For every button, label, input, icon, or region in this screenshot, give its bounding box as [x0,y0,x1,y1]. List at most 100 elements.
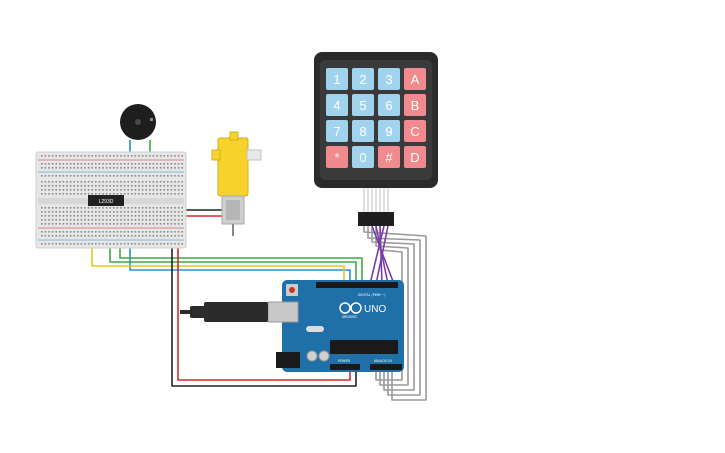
breadboard-hole [62,243,65,245]
keypad-key-7[interactable]: 7 [326,120,348,142]
breadboard-hole [163,243,165,245]
breadboard-hole [152,215,155,217]
breadboard-hole [113,231,115,233]
breadboard-hole [98,207,101,209]
breadboard-hole [102,211,104,213]
breadboard-hole [177,189,180,191]
keypad-key-A[interactable]: A [404,68,426,90]
breadboard-hole [138,193,140,195]
arduino-model-text: UNO [364,304,386,315]
breadboard-hole [174,243,176,245]
digital-header[interactable] [316,282,398,288]
breadboard-hole [87,215,90,217]
wire-keypad-gray-3[interactable] [371,226,415,391]
keypad-key-B[interactable]: B [404,94,426,116]
breadboard-hole [98,231,101,233]
breadboard-hole [120,193,122,195]
keypad-key-9[interactable]: 9 [378,120,400,142]
keypad-key-1[interactable]: 1 [326,68,348,90]
breadboard-hole [149,155,151,157]
wire-keypad-purple-1[interactable] [369,225,385,285]
wire-black-ground[interactable] [171,244,357,387]
breadboard-hole [87,235,90,237]
breadboard-hole [177,175,180,177]
breadboard-hole [62,163,65,165]
wire-keypad-gray-4[interactable] [375,226,409,386]
breadboard-hole [152,235,155,237]
keypad-key-6[interactable]: 6 [378,94,400,116]
keypad-key-8[interactable]: 8 [352,120,374,142]
wire-keypad-purple-5[interactable] [371,225,395,285]
breadboard-hole [51,215,54,217]
breadboard-hole [159,175,162,177]
breadboard-hole [181,189,183,191]
breadboard-hole [51,185,54,187]
breadboard-hole [41,163,43,165]
breadboard-hole [113,219,115,221]
breadboard-hole [80,155,83,157]
piezo-buzzer[interactable] [120,104,156,140]
reset-button[interactable] [289,287,295,293]
breadboard-hole [159,231,162,233]
breadboard-hole [181,215,183,217]
breadboard-hole [152,185,155,187]
breadboard-hole [87,167,90,169]
breadboard-hole [174,163,176,165]
analog-header[interactable] [370,364,402,370]
breadboard-hole [55,163,57,165]
breadboard-hole [152,189,155,191]
keypad-key-*[interactable]: * [326,146,348,168]
breadboard-hole [69,155,72,157]
breadboard-hole [156,223,158,225]
breadboard-hole [181,167,183,169]
breadboard-hole [167,235,169,237]
keypad-key-#[interactable]: # [378,146,400,168]
breadboard-hole [134,185,137,187]
breadboard-hole [156,231,158,233]
breadboard-hole [149,175,151,177]
breadboard-hole [51,167,54,169]
power-header[interactable] [330,364,360,370]
breadboard-hole [62,207,65,209]
breadboard-hole [123,181,126,183]
keypad-key-0[interactable]: 0 [352,146,374,168]
breadboard-hole [152,243,155,245]
wire-keypad-purple-3[interactable] [379,225,383,285]
motor-driver-chip[interactable]: L293D [88,195,124,206]
breadboard-hole [141,211,144,213]
breadboard-hole [138,243,140,245]
breadboard-hole [95,219,97,221]
breadboard-hole [51,181,54,183]
keypad-key-C[interactable]: C [404,120,426,142]
breadboard-hole [181,243,183,245]
breadboard-hole [87,231,90,233]
breadboard-hole [95,175,97,177]
breadboard-hole [156,215,158,217]
breadboard-hole [159,155,162,157]
breadboard-hole [149,185,151,187]
breadboard-hole [152,181,155,183]
breadboard-hole [113,207,115,209]
keypad-key-label: 3 [385,72,392,87]
keypad-key-D[interactable]: D [404,146,426,168]
keypad-key-2[interactable]: 2 [352,68,374,90]
keypad-key-4[interactable]: 4 [326,94,348,116]
keypad-key-5[interactable]: 5 [352,94,374,116]
breadboard-hole [145,215,147,217]
breadboard-hole [91,215,93,217]
usb-cable[interactable] [180,302,268,322]
breadboard-hole [87,223,90,225]
breadboard-hole [84,235,86,237]
breadboard-hole [156,235,158,237]
breadboard-hole [123,155,126,157]
arduino-uno[interactable]: ARDUINO UNO DIGITAL (PWM ~) POWER ANALOG… [267,280,404,372]
breadboard-hole [141,215,144,217]
keypad-key-3[interactable]: 3 [378,68,400,90]
wire-keypad-purple-4[interactable] [375,225,389,285]
wire-red-power[interactable] [177,244,351,381]
wire-keypad-gray-2[interactable] [367,226,421,396]
breadboard-hole [116,219,119,221]
breadboard-hole [59,193,61,195]
dc-gear-motor[interactable] [211,131,262,236]
